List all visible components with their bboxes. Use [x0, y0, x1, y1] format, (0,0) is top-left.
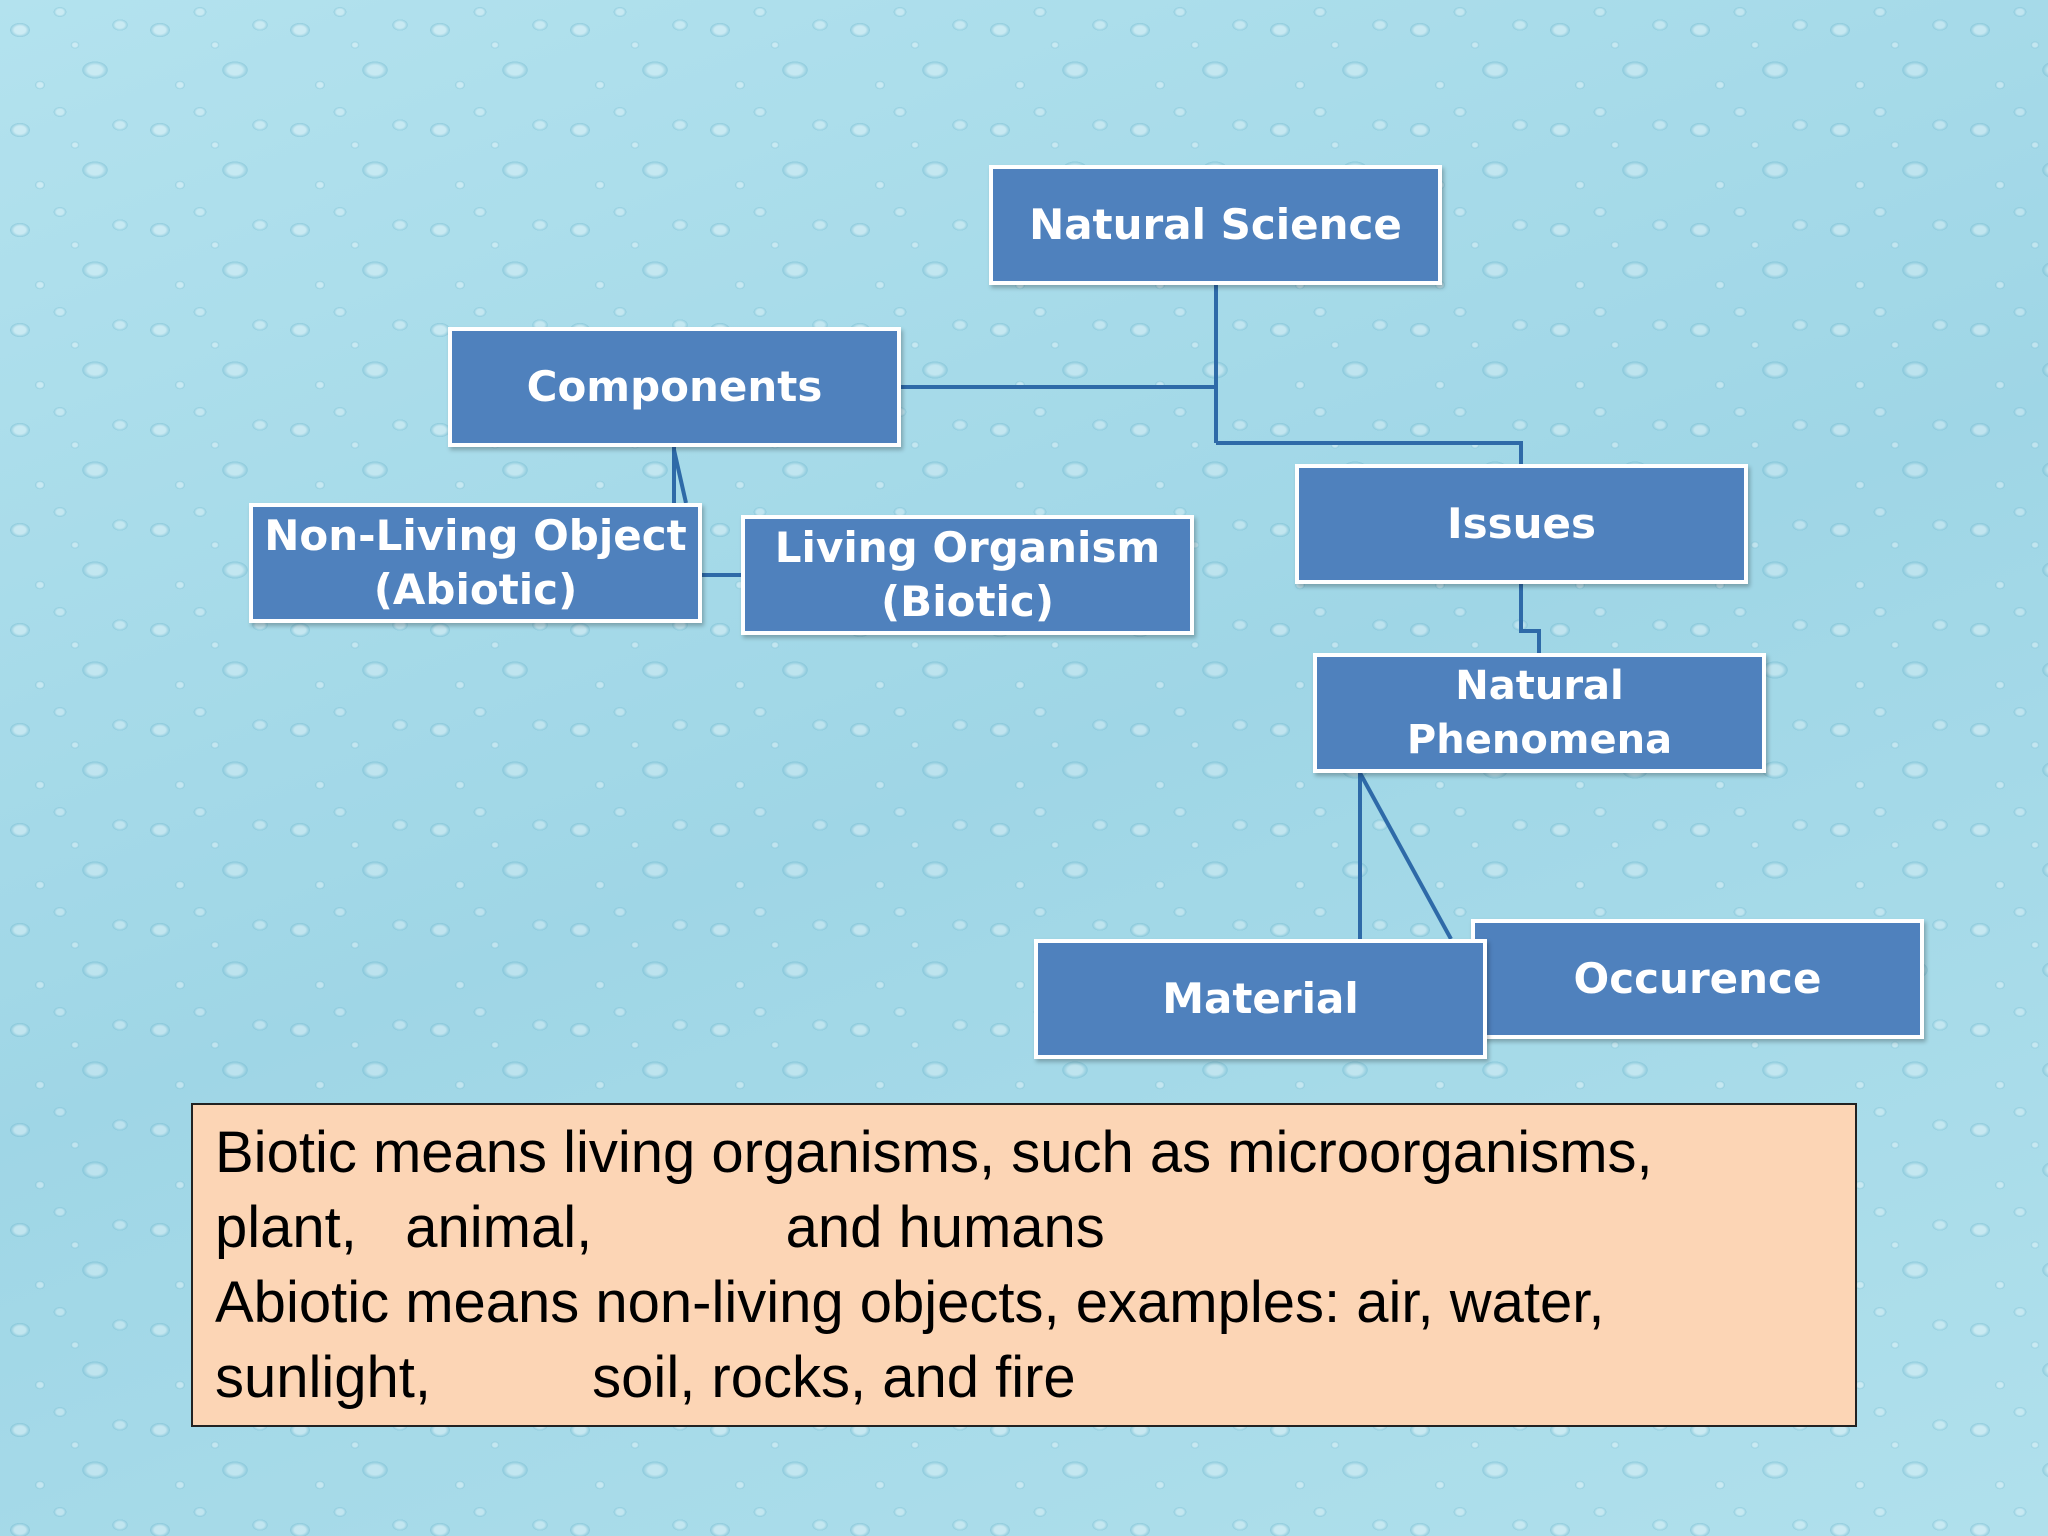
node-natural-science: Natural Science	[989, 165, 1442, 285]
node-material: Material	[1034, 939, 1487, 1059]
note-line-2: plant, animal, and humans	[215, 1195, 1105, 1260]
node-natural-phenomena: Natural Phenomena	[1313, 653, 1766, 773]
connector-phenomena-occurence	[1358, 772, 1453, 940]
connector-issues-phenomena	[1519, 584, 1541, 653]
note-line-3: Abiotic means non-living objects, exampl…	[215, 1270, 1605, 1335]
node-issues: Issues	[1295, 464, 1748, 584]
definition-note: Biotic means living organisms, such as m…	[191, 1103, 1857, 1427]
node-living-organism: Living Organism (Biotic)	[741, 515, 1194, 635]
note-line-4: sunlight, soil, rocks, and fire	[215, 1345, 1076, 1410]
node-occurence: Occurence	[1471, 919, 1924, 1039]
connector-components-non-living-slant	[672, 449, 688, 504]
node-components: Components	[448, 327, 901, 447]
connector-natural-science-issues	[1216, 441, 1523, 464]
note-line-1: Biotic means living organisms, such as m…	[215, 1120, 1653, 1185]
node-non-living-object: Non-Living Object (Abiotic)	[249, 503, 702, 623]
